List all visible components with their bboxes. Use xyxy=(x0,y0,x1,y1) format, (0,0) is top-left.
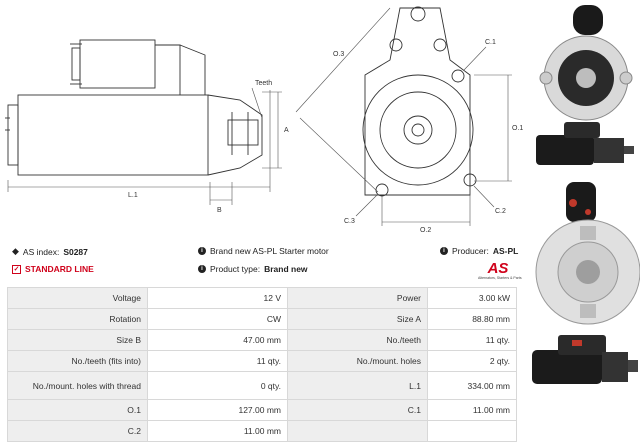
label-o2: O.2 xyxy=(420,227,431,234)
producer-label: Producer: xyxy=(452,246,489,256)
spec-label xyxy=(287,420,428,442)
spec-value xyxy=(427,420,517,442)
photo-rear-view xyxy=(535,219,640,325)
logo-mark: AS xyxy=(487,260,509,277)
spec-value: 11.00 mm xyxy=(427,399,517,421)
label-c2: C.2 xyxy=(495,208,506,215)
spec-label: L.1 xyxy=(287,371,428,400)
label-c3: C.3 xyxy=(344,218,355,225)
spec-label: No./teeth (fits into) xyxy=(7,350,148,372)
spec-label: Rotation xyxy=(7,308,148,330)
tag-icon: ◆ xyxy=(12,246,19,256)
spec-value: 11.00 mm xyxy=(147,420,288,442)
photo-side-small xyxy=(536,122,634,165)
product-type-label: Product type: xyxy=(210,264,261,274)
label-a: A xyxy=(284,127,289,134)
as-index: ◆ AS index: S0287 xyxy=(12,246,88,257)
spec-value: 11 qty. xyxy=(147,350,288,372)
spec-value: 11 qty. xyxy=(427,329,517,351)
label-o3: O.3 xyxy=(333,51,344,58)
front-view-drawing xyxy=(362,6,477,197)
as-pl-logo: AS Alternators, Starters & Parts xyxy=(478,260,522,283)
spec-label: O.1 xyxy=(7,399,148,421)
producer-value: AS-PL xyxy=(492,246,519,256)
photo-side-large xyxy=(532,335,638,384)
spec-value: CW xyxy=(147,308,288,330)
spec-label: No./mount. holes with thread xyxy=(7,371,148,400)
label-l1: L.1 xyxy=(128,192,138,199)
product-photos xyxy=(532,5,640,384)
spec-value: 334.00 mm xyxy=(427,371,517,400)
description-text: Brand new AS-PL Starter motor xyxy=(210,246,329,256)
info-row-bottom: ✓ STANDARD LINE i Product type: Brand ne… xyxy=(10,264,520,278)
as-index-label: AS index: xyxy=(22,246,60,257)
spec-row: No./teeth (fits into)11 qty.No./mount. h… xyxy=(7,350,517,372)
checkbox-icon: ✓ xyxy=(12,264,21,274)
spec-label: Size A xyxy=(287,308,428,330)
technical-drawing: Teeth L.1 A B O.3 C.1 O.1 C.2 C.3 O.2 xyxy=(5,6,523,234)
product-type: i Product type: Brand new xyxy=(198,264,308,274)
spec-label: Power xyxy=(287,287,428,309)
info-icon: i xyxy=(440,247,448,255)
spec-label: C.1 xyxy=(287,399,428,421)
spec-label: C.2 xyxy=(7,420,148,442)
spec-value: 3.00 kW xyxy=(427,287,517,309)
spec-value: 47.00 mm xyxy=(147,329,288,351)
info-icon: i xyxy=(198,247,206,255)
producer: i Producer: AS-PL xyxy=(440,246,518,256)
spec-label: No./mount. holes xyxy=(287,350,428,372)
photo-front-top xyxy=(539,5,633,121)
label-o1: O.1 xyxy=(512,125,523,132)
photo-rear-top xyxy=(566,182,596,222)
description: i Brand new AS-PL Starter motor xyxy=(198,246,329,256)
info-icon: i xyxy=(198,265,206,273)
side-view-dimensions xyxy=(7,87,282,205)
spec-label: Size B xyxy=(7,329,148,351)
side-view-drawing xyxy=(5,39,263,176)
standard-line: ✓ STANDARD LINE xyxy=(12,264,94,274)
spec-value: 12 V xyxy=(147,287,288,309)
product-type-value: Brand new xyxy=(264,264,308,274)
spec-value: 2 qty. xyxy=(427,350,517,372)
spec-label: Voltage xyxy=(7,287,148,309)
info-row-top: ◆ AS index: S0287 i Brand new AS-PL Star… xyxy=(10,246,520,260)
spec-value: 88.80 mm xyxy=(427,308,517,330)
spec-value: 127.00 mm xyxy=(147,399,288,421)
label-teeth: Teeth xyxy=(255,80,272,87)
label-b: B xyxy=(217,207,222,214)
label-c1: C.1 xyxy=(485,39,496,46)
standard-line-text: STANDARD LINE xyxy=(25,264,94,274)
spec-label: No./teeth xyxy=(287,329,428,351)
front-view-dimensions xyxy=(295,7,512,226)
as-index-value: S0287 xyxy=(63,246,88,257)
spec-value: 0 qty. xyxy=(147,371,288,400)
logo-tagline: Alternators, Starters & Parts xyxy=(478,276,522,280)
